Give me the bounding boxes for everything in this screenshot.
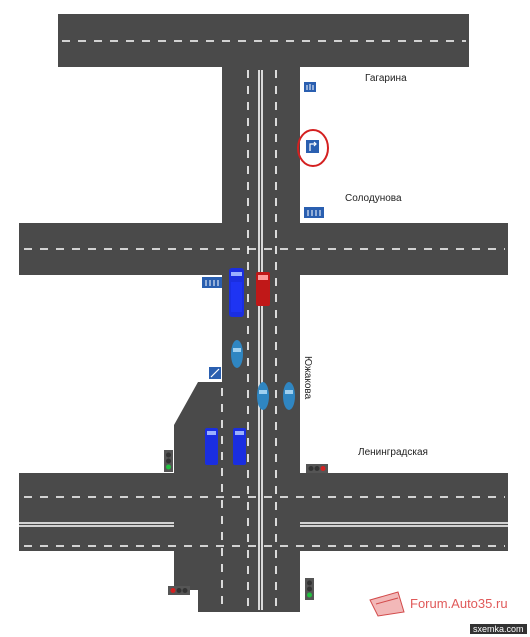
highlight-circle: [297, 129, 329, 167]
turn-sign-icon: [297, 129, 329, 167]
car-teal-2: [257, 382, 269, 410]
widening-left-lane: [174, 382, 222, 612]
forum-logo-icon: [369, 591, 405, 617]
traffic-light-bottom-right: [305, 578, 314, 600]
vehicles: [205, 268, 295, 465]
label-solodunova: Солодунова: [345, 193, 402, 204]
watermark-forum: Forum.Auto35.ru: [410, 596, 508, 611]
road-leningradskaya: [19, 473, 508, 551]
road-signs: [202, 82, 329, 379]
traffic-light-bottom-left: [168, 586, 190, 595]
traffic-light-right: [306, 464, 328, 473]
van-blue-2: [233, 428, 246, 465]
lane-start-sign: [209, 367, 221, 379]
traffic-light-left: [164, 450, 173, 472]
bus-blue: [229, 268, 244, 317]
car-teal-3: [283, 382, 295, 410]
label-leningradskaya: Ленинградская: [358, 447, 428, 458]
label-gagarina: Гагарина: [365, 73, 407, 84]
lane-direction-sign-left: [202, 277, 222, 288]
traffic-lights: [164, 450, 328, 600]
lane-direction-sign-solodunova: [304, 207, 324, 218]
van-blue-1: [205, 428, 218, 465]
watermark-site: sxemka.com: [470, 624, 527, 634]
top-road-gagarina: [58, 14, 469, 67]
car-teal-1: [231, 340, 243, 368]
lane-markings: [19, 40, 508, 610]
lane-direction-sign-gagarina: [304, 82, 316, 92]
truck-red: [256, 272, 270, 306]
label-yuzhakova: Южакова: [302, 356, 313, 400]
